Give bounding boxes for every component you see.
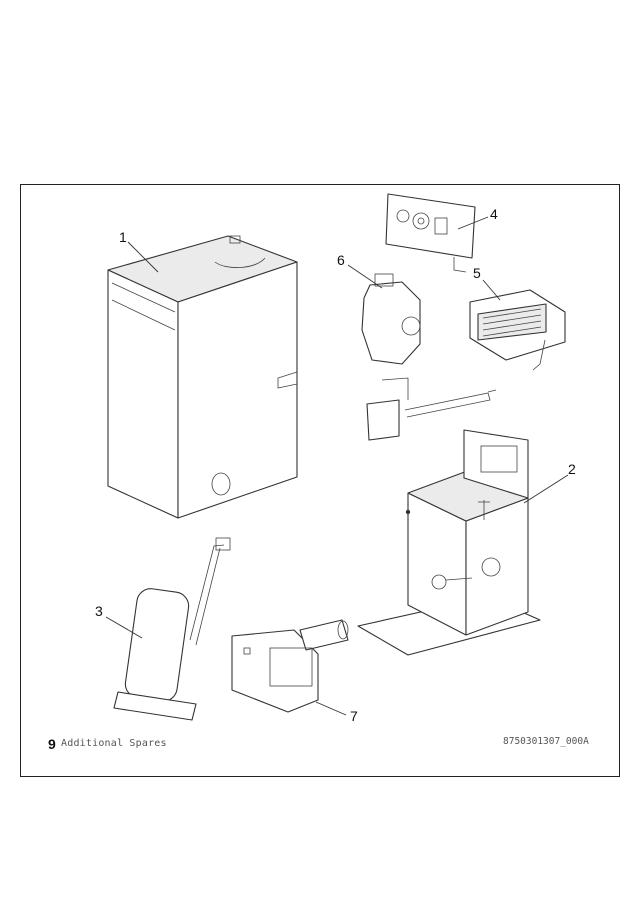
callout-5: 5: [473, 265, 481, 281]
diagram-frame: [20, 184, 620, 777]
callout-2: 2: [568, 461, 576, 477]
part-casing: [107, 235, 298, 519]
leader-lines: [105, 216, 569, 716]
callout-7: 7: [350, 708, 358, 724]
part-expansion-vessel: [113, 537, 231, 721]
part-heat-exchanger: [357, 429, 541, 656]
drawing-reference-code: 8750301307_000A: [503, 736, 589, 747]
callout-labels: 1 2 3 4 5 6 7: [95, 206, 576, 724]
part-oil-burner: [231, 619, 349, 713]
callout-1: 1: [119, 229, 127, 245]
part-pump-assembly: [361, 273, 497, 441]
section-title: Additional Spares: [61, 738, 167, 749]
callout-3: 3: [95, 603, 103, 619]
callout-4: 4: [490, 206, 498, 222]
part-flue-exchanger: [469, 289, 566, 371]
section-number: 9: [48, 736, 56, 752]
part-control-panel: [385, 193, 476, 273]
callout-6: 6: [337, 252, 345, 268]
